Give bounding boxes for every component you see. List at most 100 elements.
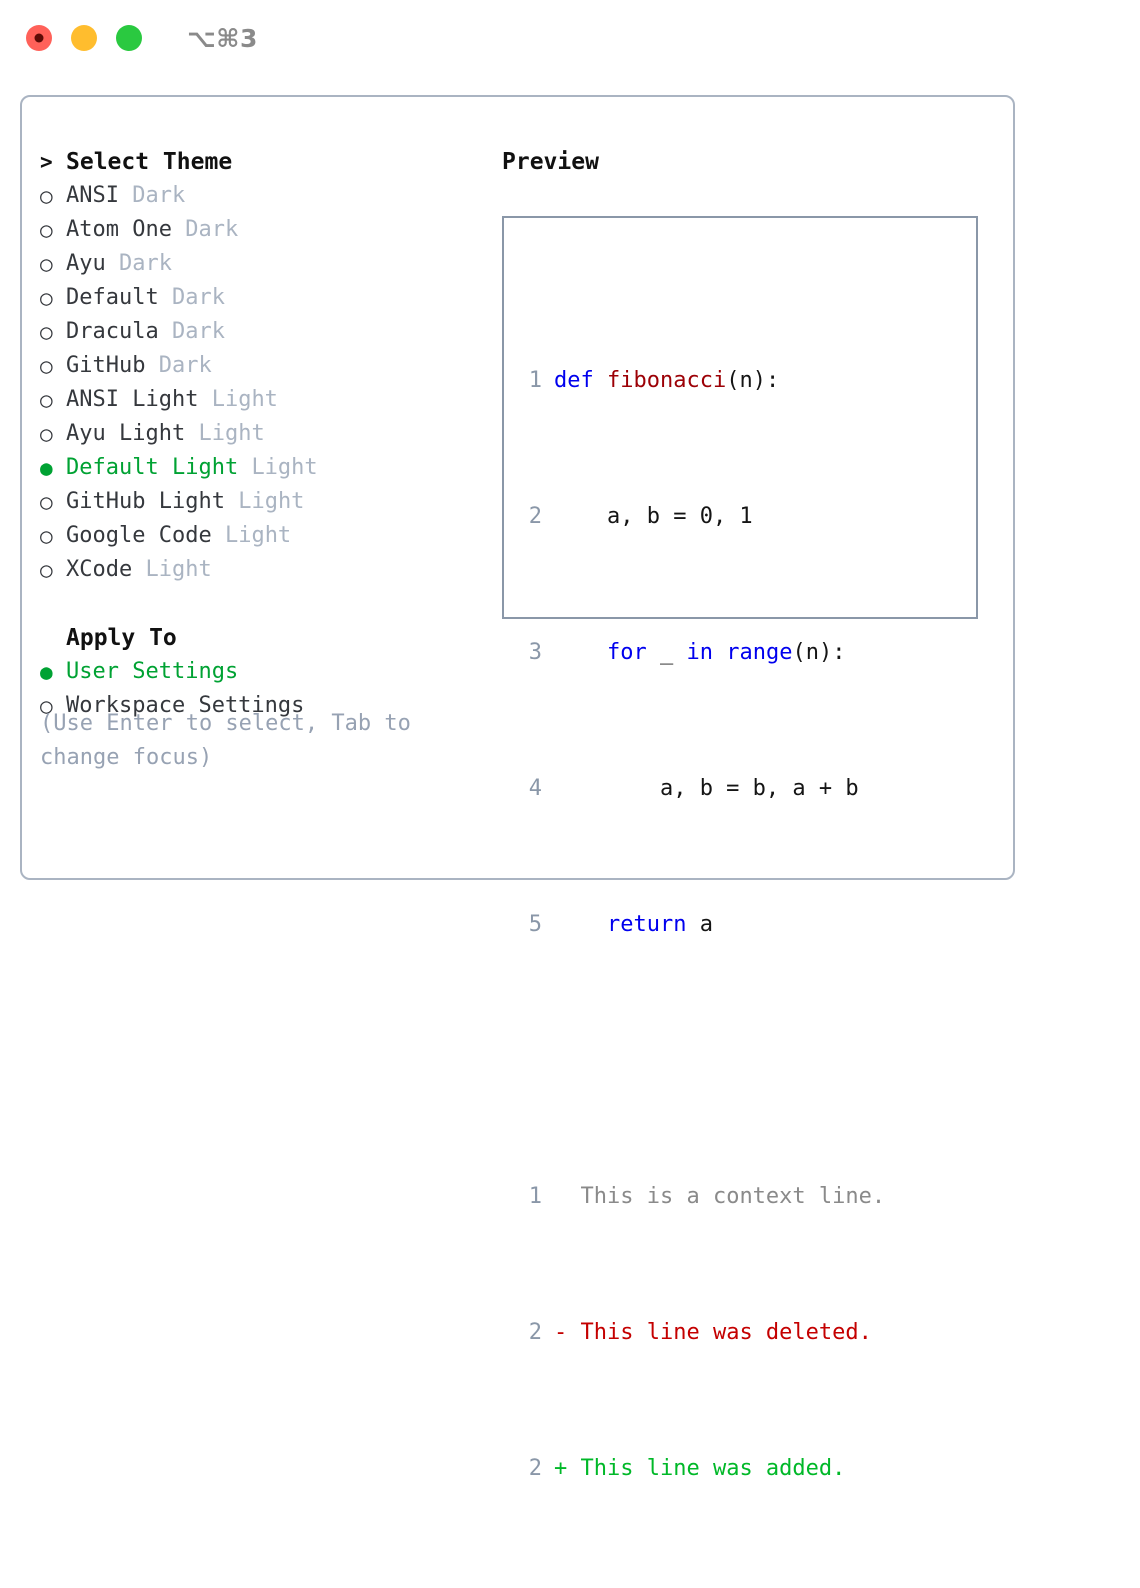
theme-name: Default Light <box>66 455 239 480</box>
theme-name: Atom One <box>66 217 172 242</box>
radio-selected-icon[interactable]: ● <box>40 660 53 684</box>
code-token <box>713 640 726 665</box>
caret-icon: > <box>40 150 53 174</box>
theme-list-item[interactable]: ○ Google Code Light <box>40 519 490 553</box>
theme-name: Google Code <box>66 523 212 548</box>
maximize-button-icon[interactable] <box>116 25 142 51</box>
radio-unselected-icon[interactable]: ○ <box>40 490 53 514</box>
line-number: 2 <box>528 1320 542 1345</box>
close-button-icon[interactable] <box>26 25 52 51</box>
diff-text: This line was deleted. <box>580 1320 872 1345</box>
terminal-window: ⌥⌘3 > Select Theme ○ ANSI Dark ○ Atom On <box>0 0 1140 934</box>
theme-tag-label: Dark <box>119 251 172 276</box>
diff-line-added: 2 + This line was added. <box>512 1452 885 1486</box>
list-spacer <box>40 587 490 621</box>
theme-name: GitHub <box>66 353 146 378</box>
radio-unselected-icon[interactable]: ○ <box>40 558 53 582</box>
theme-tag-label: Light <box>238 489 305 514</box>
theme-list-item[interactable]: ○ ANSI Light Light <box>40 383 490 417</box>
diff-line-context: 1 This is a context line. <box>512 1180 885 1214</box>
radio-unselected-icon[interactable]: ○ <box>40 218 53 242</box>
theme-tag <box>238 451 251 485</box>
line-number: 1 <box>528 1184 542 1209</box>
theme-tag <box>159 281 172 315</box>
radio-selected-icon[interactable]: ● <box>40 456 53 480</box>
theme-tag <box>132 553 145 587</box>
window-title: ⌥⌘3 <box>187 23 258 53</box>
diff-line-deleted: 2 - This line was deleted. <box>512 1316 885 1350</box>
theme-tag-label: Dark <box>171 319 225 344</box>
theme-list-item[interactable]: ○ Dracula Dark <box>40 315 490 349</box>
line-number: 3 <box>528 640 542 665</box>
apply-to-header: ○ Apply To <box>40 621 490 655</box>
code-token: a, b = b, a + b <box>554 776 859 801</box>
window-titlebar: ⌥⌘3 <box>0 0 1140 76</box>
code-line: 4 a, b = b, a + b <box>512 772 885 806</box>
theme-list-item[interactable]: ○ GitHub Light Light <box>40 485 490 519</box>
main-panel: > Select Theme ○ ANSI Dark ○ Atom One Da… <box>20 95 1015 1481</box>
code-token: (n): <box>792 640 846 665</box>
radio-unselected-icon[interactable]: ○ <box>40 388 53 412</box>
theme-tag <box>185 417 198 451</box>
theme-tag-label: Dark <box>158 353 212 378</box>
radio-unselected-icon[interactable]: ○ <box>40 422 53 446</box>
spacer-icon: ○ <box>40 621 66 655</box>
radio-unselected-icon[interactable]: ○ <box>40 252 53 276</box>
theme-name: Ayu Light <box>66 421 186 446</box>
code-line: 1 def fibonacci(n): <box>512 364 885 398</box>
radio-unselected-icon[interactable]: ○ <box>40 694 53 718</box>
theme-tag-label: Dark <box>185 217 239 242</box>
line-number: 5 <box>528 912 542 937</box>
theme-tag-label: Light <box>211 387 278 412</box>
theme-tag-label: Dark <box>171 285 225 310</box>
theme-list-item[interactable]: ○ ANSI Dark <box>40 179 490 213</box>
diff-marker <box>554 1184 567 1209</box>
code-token <box>554 640 607 665</box>
theme-picker-column: > Select Theme ○ ANSI Dark ○ Atom One Da… <box>40 145 490 723</box>
theme-list-item[interactable]: ○ XCode Light <box>40 553 490 587</box>
apply-to-option[interactable]: ○ Workspace Settings <box>40 689 490 723</box>
code-token: def <box>554 368 607 393</box>
line-number: 2 <box>528 1456 542 1481</box>
code-token: return <box>606 912 687 937</box>
code-line: 5 return a <box>512 908 885 942</box>
theme-list-item[interactable]: ○ Default Dark <box>40 281 490 315</box>
theme-tag <box>172 213 185 247</box>
theme-tag <box>198 383 211 417</box>
theme-list-item-selected[interactable]: ● Default Light Light <box>40 451 490 485</box>
radio-unselected-icon[interactable]: ○ <box>40 524 53 548</box>
diff-marker: + <box>554 1456 568 1481</box>
line-number: 4 <box>528 776 542 801</box>
theme-tag-label: Light <box>224 523 292 548</box>
radio-unselected-icon[interactable]: ○ <box>40 286 53 310</box>
code-line: 2 a, b = 0, 1 <box>512 500 885 534</box>
theme-name: Ayu <box>66 251 106 276</box>
theme-tag-label: Dark <box>132 183 186 208</box>
code-token: for <box>606 640 647 665</box>
minimize-button-icon[interactable] <box>71 25 97 51</box>
apply-to-option-selected[interactable]: ● User Settings <box>40 655 490 689</box>
diff-marker: - <box>554 1320 568 1345</box>
radio-unselected-icon[interactable]: ○ <box>40 320 53 344</box>
theme-list-item[interactable]: ○ Ayu Dark <box>40 247 490 281</box>
code-token: fibonacci <box>606 368 727 393</box>
theme-list-item[interactable]: ○ Ayu Light Light <box>40 417 490 451</box>
theme-tag <box>145 349 158 383</box>
theme-name: ANSI <box>66 183 119 208</box>
radio-unselected-icon[interactable]: ○ <box>40 184 53 208</box>
theme-name: Default <box>66 285 159 310</box>
theme-list-item[interactable]: ○ Atom One Dark <box>40 213 490 247</box>
preview-column: Preview 1 def fibonacci(n): 2 a, b = 0, … <box>502 145 1002 1481</box>
line-number: 2 <box>528 504 542 529</box>
theme-list-item[interactable]: ○ GitHub Dark <box>40 349 490 383</box>
theme-tag-label: Light <box>145 557 212 582</box>
theme-tag <box>225 485 238 519</box>
diff-text: This is a context line. <box>580 1184 886 1209</box>
radio-unselected-icon[interactable]: ○ <box>40 354 53 378</box>
keyboard-hint-text: (Use Enter to select, Tab to change focu… <box>40 711 411 770</box>
code-token: a <box>686 912 713 937</box>
theme-name: GitHub Light <box>66 489 225 514</box>
apply-to-option-label: Workspace Settings <box>66 693 305 718</box>
traffic-light-group <box>26 25 142 51</box>
preview-box: 1 def fibonacci(n): 2 a, b = 0, 1 3 for … <box>502 216 978 1481</box>
